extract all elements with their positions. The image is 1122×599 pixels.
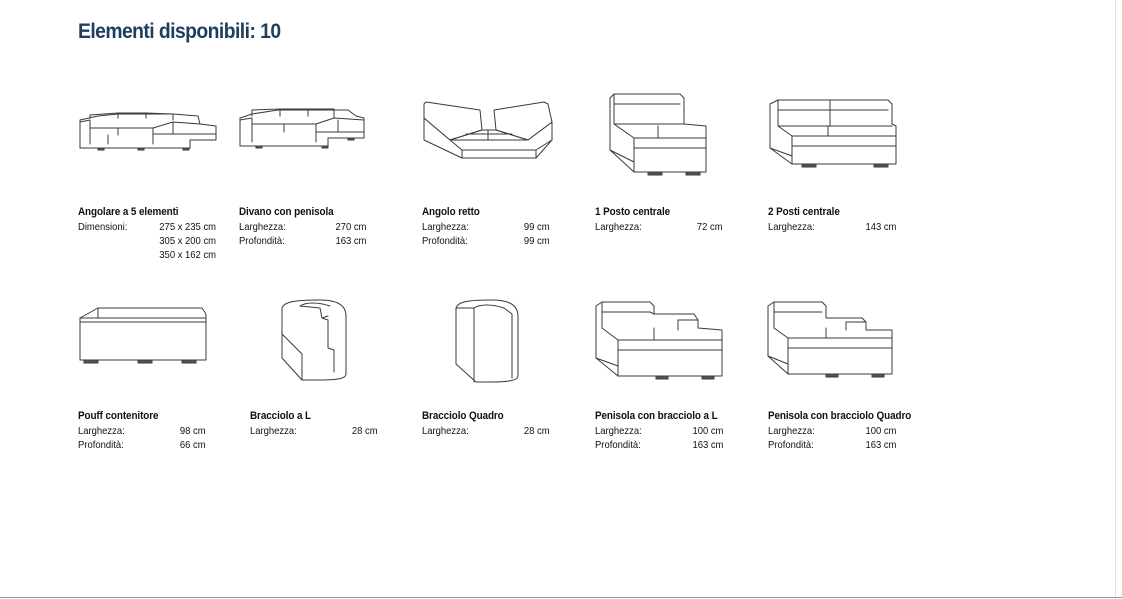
element-name: Penisola con bracciolo a L <box>595 410 718 422</box>
spec-value: 305 x 200 cm <box>159 235 216 247</box>
spec-value: 100 cm <box>692 425 723 437</box>
chaise-square-armrest-icon <box>767 301 893 378</box>
spec-label: Profondità: <box>595 439 641 451</box>
spec-value: 143 cm <box>865 221 896 233</box>
chaise-l-armrest-icon <box>595 301 723 380</box>
corner-seat-icon <box>423 101 553 159</box>
spec-label: Profondità: <box>768 439 814 451</box>
spec-value: 270 cm <box>335 221 366 233</box>
element-name: 1 Posto centrale <box>595 206 671 218</box>
element-name: Divano con penisola <box>239 206 334 218</box>
spec-label: Profondità: <box>78 439 124 451</box>
spec-label: Larghezza: <box>422 425 469 437</box>
l-armrest-icon <box>281 299 347 381</box>
storage-pouf-icon <box>79 307 207 364</box>
spec-value: 28 cm <box>524 425 550 437</box>
spec-label: Larghezza: <box>768 425 815 437</box>
spec-value: 163 cm <box>865 439 896 451</box>
element-name: Bracciolo Quadro <box>422 410 504 422</box>
spec-label: Larghezza: <box>595 425 642 437</box>
element-name: 2 Posti centrale <box>768 206 840 218</box>
spec-value: 28 cm <box>352 425 378 437</box>
spec-value: 98 cm <box>180 425 206 437</box>
spec-value: 163 cm <box>692 439 723 451</box>
page-edge-divider <box>1115 0 1116 599</box>
spec-label: Dimensioni: <box>78 221 128 233</box>
spec-value: 350 x 162 cm <box>159 249 216 261</box>
spec-label: Larghezza: <box>595 221 642 233</box>
spec-label: Larghezza: <box>250 425 297 437</box>
spec-label: Larghezza: <box>239 221 286 233</box>
two-seat-center-icon <box>769 99 897 168</box>
element-name: Bracciolo a L <box>250 410 312 422</box>
spec-value: 275 x 235 cm <box>159 221 216 233</box>
spec-label: Larghezza: <box>78 425 125 437</box>
square-armrest-icon <box>455 299 519 383</box>
sofa-with-chaise-icon <box>239 108 365 149</box>
element-name: Angolo retto <box>422 206 480 218</box>
spec-label: Profondità: <box>422 235 468 247</box>
page-title: Elementi disponibili: 10 <box>78 20 281 43</box>
spec-value: 100 cm <box>865 425 896 437</box>
sectional-sofa-5-elements-icon <box>79 112 217 151</box>
element-name: Penisola con bracciolo Quadro <box>768 410 912 422</box>
one-seat-center-icon <box>609 93 707 176</box>
spec-value: 72 cm <box>697 221 723 233</box>
element-name: Angolare a 5 elementi <box>78 206 179 218</box>
spec-values: 275 x 235 cm 305 x 200 cm 350 x 162 cm <box>159 220 216 262</box>
element-name: Pouff contenitore <box>78 410 159 422</box>
spec-value: 163 cm <box>335 235 366 247</box>
spec-label: Larghezza: <box>768 221 815 233</box>
spec-value: 66 cm <box>180 439 206 451</box>
spec-value: 99 cm <box>524 221 550 233</box>
bottom-divider <box>0 597 1122 598</box>
spec-label: Larghezza: <box>422 221 469 233</box>
spec-value: 99 cm <box>524 235 550 247</box>
spec-label: Profondità: <box>239 235 285 247</box>
